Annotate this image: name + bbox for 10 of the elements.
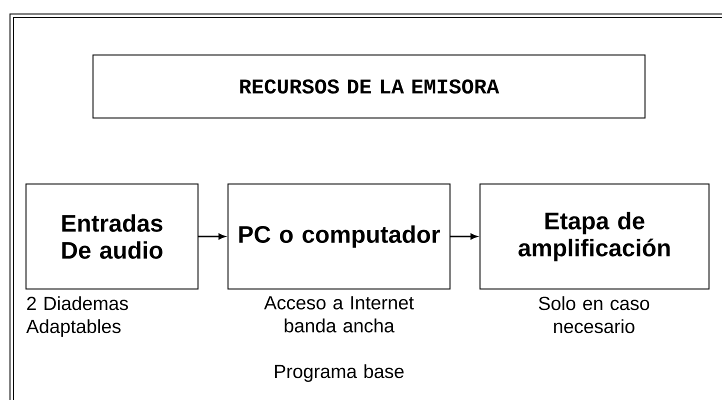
- arrow: [450, 234, 478, 240]
- process-box: PC o computador: [228, 184, 450, 290]
- caption-text: 2 Diademas Adaptables: [26, 296, 128, 337]
- arrow: [198, 234, 226, 240]
- caption-text: Solo en caso necesario: [538, 296, 650, 334]
- caption-text: Programa base: [275, 364, 404, 382]
- process-box: Entradas De audio: [26, 184, 198, 290]
- caption-text: Acceso a Internet banda ancha: [264, 296, 414, 332]
- title-box: RECURSOS DE LA EMISORA: [92, 54, 646, 118]
- process-box: Etapa de amplificación: [480, 184, 710, 290]
